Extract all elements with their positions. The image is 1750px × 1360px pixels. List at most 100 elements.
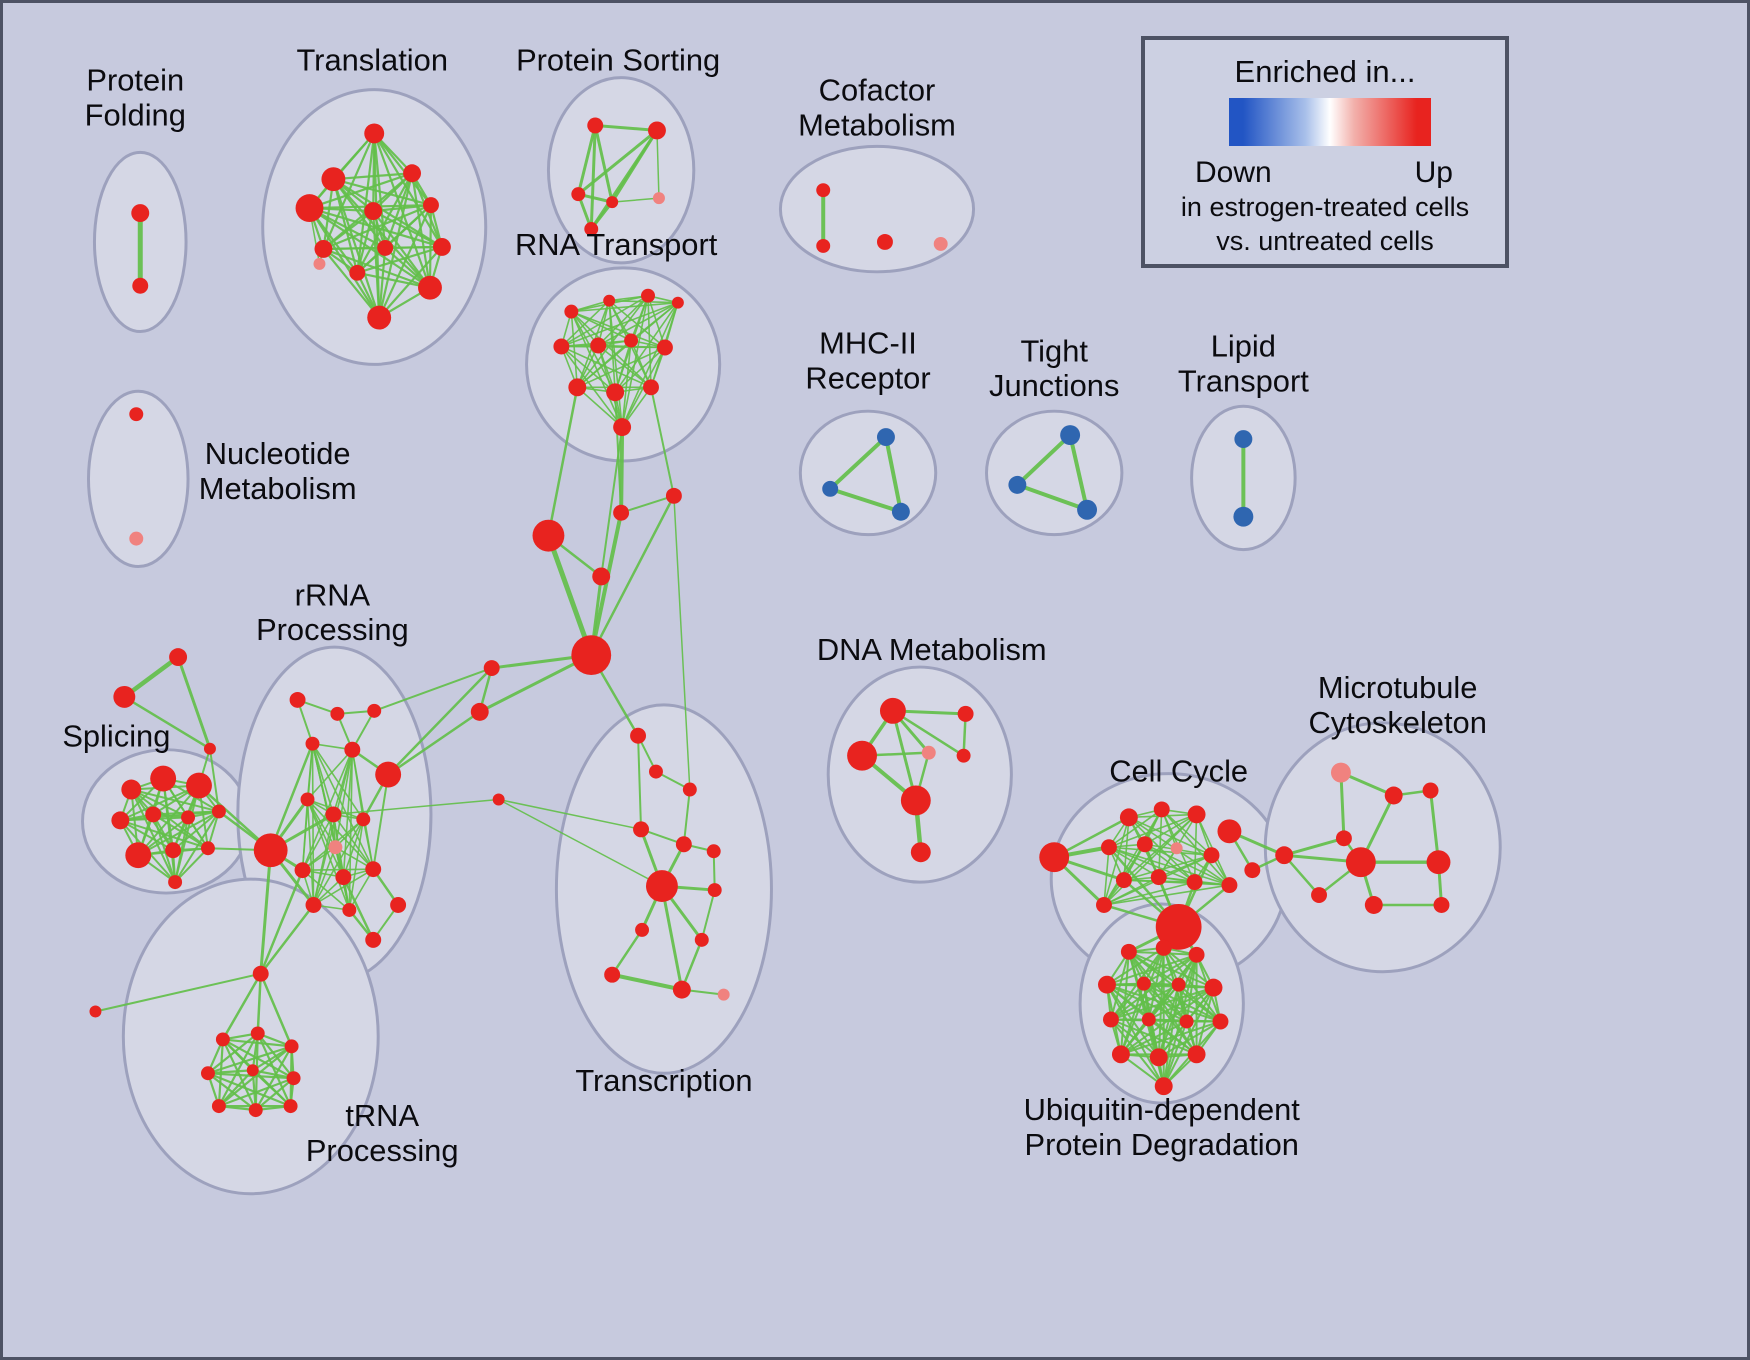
network-node-cc9	[1203, 847, 1220, 864]
network-node-t7	[314, 239, 333, 258]
network-node-tr1	[215, 1032, 230, 1047]
network-node-ub7	[1204, 978, 1223, 997]
network-edge	[356, 271, 432, 289]
network-edge	[301, 868, 375, 871]
network-edge	[478, 653, 593, 714]
network-edge	[373, 132, 433, 207]
network-edge	[1123, 854, 1213, 881]
network-edge	[649, 386, 675, 497]
cluster-label-trna-processing: Processing	[306, 1133, 459, 1168]
network-node-rt6	[590, 337, 607, 354]
network-edge	[342, 875, 375, 942]
network-node-t13	[367, 305, 392, 330]
network-edge	[217, 1077, 295, 1108]
network-node-trL	[89, 1005, 102, 1018]
cluster-label-ubiquitin-degradation: Protein Degradation	[1024, 1127, 1298, 1162]
network-node-cn1	[532, 519, 565, 552]
network-edge	[576, 386, 623, 428]
network-node-dm7	[910, 842, 931, 863]
network-node-cf1	[816, 183, 831, 198]
network-node-rt1	[564, 304, 579, 319]
legend-down-label: Down	[1195, 156, 1272, 189]
network-node-t5	[364, 202, 383, 221]
network-edge	[1157, 808, 1163, 878]
network-node-tj2	[1008, 475, 1027, 494]
network-edge	[322, 209, 375, 251]
network-node-t2	[321, 167, 346, 192]
network-edge	[576, 123, 597, 196]
legend-title: Enriched in...	[1234, 54, 1416, 89]
network-edge	[576, 346, 666, 389]
network-node-cn7	[571, 635, 612, 676]
network-edge	[386, 666, 493, 776]
legend-caption-line1: in estrogen-treated cells	[1180, 192, 1470, 222]
network-edge	[312, 846, 337, 906]
network-node-cc12	[1186, 874, 1203, 891]
network-edge	[269, 742, 314, 852]
network-edge	[301, 869, 351, 911]
network-edge	[497, 798, 642, 831]
cluster-ellipse-microtubule-cytoskeleton	[1263, 721, 1502, 974]
network-node-cc4	[1187, 805, 1206, 824]
network-edge	[560, 345, 616, 394]
network-node-cc2	[1119, 808, 1138, 827]
network-edge	[673, 495, 691, 791]
legend-gradient	[1229, 98, 1431, 146]
network-edge	[94, 972, 262, 1013]
cluster-label-dna-metabolism: DNA Metabolism	[817, 632, 1047, 667]
network-node-mt6	[1345, 847, 1376, 878]
network-node-mt4	[1275, 846, 1294, 865]
network-edge	[608, 299, 623, 428]
network-node-mt7	[1426, 850, 1451, 875]
network-node-tr5	[246, 1064, 259, 1077]
network-edge	[312, 813, 335, 906]
network-node-tc5	[675, 836, 692, 853]
network-edge	[342, 818, 365, 878]
network-node-tc2	[649, 764, 663, 779]
network-edge	[174, 810, 220, 884]
network-edge	[306, 798, 315, 906]
network-edge	[1162, 986, 1215, 1088]
network-edge	[176, 655, 212, 751]
network-edge	[570, 310, 579, 389]
network-node-rr6	[375, 761, 402, 788]
network-node-nm1	[129, 407, 144, 422]
network-node-cc3	[1153, 801, 1170, 818]
network-node-rr5	[344, 741, 361, 758]
network-edge	[1282, 836, 1346, 857]
network-node-tr9	[283, 1099, 298, 1114]
network-node-cc5	[1217, 819, 1242, 844]
network-node-tr3	[284, 1039, 299, 1054]
network-edge	[259, 972, 293, 1048]
network-node-ub12	[1111, 1045, 1130, 1064]
network-node-rt10	[606, 383, 625, 402]
network-node-dm5	[956, 748, 971, 763]
network-edge	[254, 1077, 295, 1112]
network-node-ub5	[1136, 976, 1151, 991]
network-node-cc14	[1096, 897, 1112, 913]
cluster-ellipse-trna-processing	[121, 877, 380, 1196]
network-node-ps3	[571, 187, 586, 202]
network-node-rr3	[367, 703, 382, 718]
network-node-dm3	[847, 740, 877, 771]
network-edge	[1144, 813, 1198, 846]
network-node-rr13	[335, 869, 352, 886]
cluster-ellipse-mhc-ii-receptor	[798, 409, 938, 537]
network-edge	[1193, 813, 1198, 883]
network-node-mt2	[1384, 786, 1403, 805]
cluster-label-mhc-ii-receptor: MHC-II	[819, 325, 917, 360]
network-edge	[1339, 771, 1346, 840]
network-edge	[597, 301, 679, 347]
network-edge	[119, 819, 175, 852]
network-edge	[301, 813, 335, 871]
network-edge	[1119, 1020, 1188, 1056]
network-node-tc10	[694, 932, 709, 947]
cluster-ellipse-tight-junctions	[985, 409, 1124, 537]
network-node-rr15	[305, 897, 322, 913]
network-node-ps4	[606, 196, 619, 209]
network-node-st1	[169, 648, 188, 667]
network-edge	[172, 810, 220, 852]
network-edge	[137, 810, 220, 857]
network-edge	[306, 748, 354, 801]
